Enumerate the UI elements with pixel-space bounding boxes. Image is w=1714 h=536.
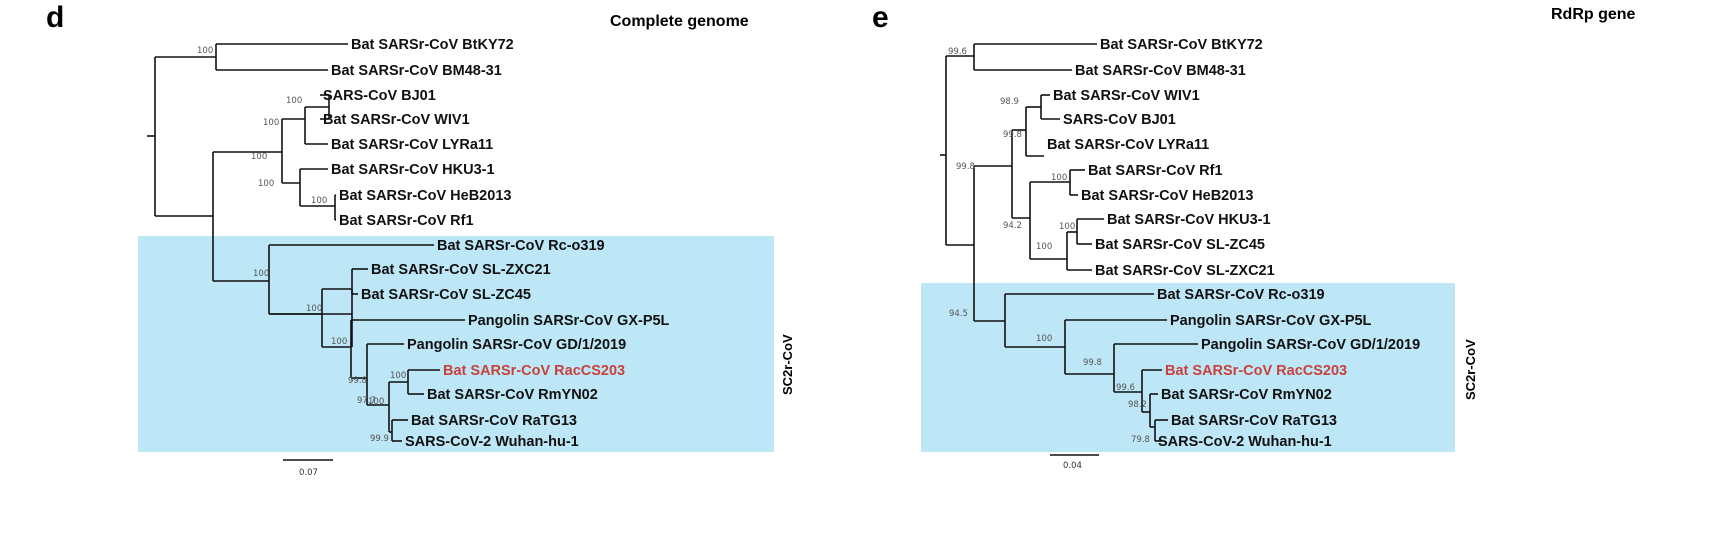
leaf-label: Bat SARSr-CoV HKU3-1 bbox=[331, 162, 495, 178]
bootstrap-value: 99.6 bbox=[1116, 383, 1135, 393]
bootstrap-value: 100 bbox=[286, 96, 302, 106]
bootstrap-value: 100 bbox=[251, 152, 267, 162]
bootstrap-value: 100 bbox=[253, 269, 269, 279]
bootstrap-value: 100 bbox=[311, 196, 327, 206]
leaf-label: SARS-CoV-2 Wuhan-hu-1 bbox=[405, 434, 579, 450]
leaf-label: Bat SARSr-CoV BtKY72 bbox=[1100, 37, 1263, 53]
bootstrap-value: 100 bbox=[197, 46, 213, 56]
leaf-label: SARS-CoV BJ01 bbox=[1063, 112, 1176, 128]
tree-branches bbox=[940, 43, 1198, 442]
leaf-label: Bat SARSr-CoV RmYN02 bbox=[427, 387, 598, 403]
leaf-label: Bat SARSr-CoV BM48-31 bbox=[1075, 63, 1246, 79]
leaf-label: Bat SARSr-CoV RmYN02 bbox=[1161, 387, 1332, 403]
panel-letter: e bbox=[872, 1, 889, 34]
leaf-label: Bat SARSr-CoV HKU3-1 bbox=[1107, 212, 1271, 228]
leaf-label: Bat SARSr-CoV LYRa11 bbox=[1047, 137, 1209, 153]
bootstrap-value: 100 bbox=[263, 118, 279, 128]
leaf-label: Bat SARSr-CoV BM48-31 bbox=[331, 63, 502, 79]
leaf-label: Bat SARSr-CoV SL-ZXC21 bbox=[1095, 263, 1275, 279]
bootstrap-value: 98.2 bbox=[1128, 400, 1147, 410]
bootstrap-value: 100 bbox=[1036, 242, 1052, 252]
leaf-label: Bat SARSr-CoV Rc-o319 bbox=[1157, 287, 1325, 303]
bootstrap-value: 97.7 bbox=[357, 396, 376, 406]
clade-label: SC2r-CoV bbox=[1463, 339, 1478, 400]
leaf-label: Pangolin SARSr-CoV GD/1/2019 bbox=[407, 337, 626, 353]
support-values: 99.6 98.9 99.8 99.8 100 94.2 100 100 94.5 100 99.8… bbox=[948, 47, 1150, 445]
leaf-label: Bat SARSr-CoV SL-ZC45 bbox=[1095, 237, 1265, 253]
leaf-label: SARS-CoV BJ01 bbox=[323, 88, 436, 104]
bootstrap-value: 94.2 bbox=[1003, 221, 1022, 231]
bootstrap-value: 98.9 bbox=[1000, 97, 1019, 107]
scale-bar-label: 0.07 bbox=[299, 468, 318, 478]
leaf-label: Bat SARSr-CoV Rf1 bbox=[339, 213, 474, 229]
panel-e-rdrp-gene: e RdRp gene SC2r-CoV 99.6 98.9 99.8 99.8 100… bbox=[872, 1, 1636, 471]
bootstrap-value: 100 bbox=[331, 337, 347, 347]
bootstrap-value: 100 bbox=[390, 371, 406, 381]
leaf-label: Bat SARSr-CoV SL-ZC45 bbox=[361, 287, 531, 303]
bootstrap-value: 99.8 bbox=[956, 162, 975, 172]
bootstrap-value: 100 bbox=[368, 397, 384, 407]
panel-d-complete-genome: d Complete genome SC2r-CoV 100 100 100 100 1… bbox=[46, 1, 795, 478]
leaf-label: Bat SARSr-CoV HeB2013 bbox=[1081, 188, 1253, 204]
leaf-label: Bat SARSr-CoV RaTG13 bbox=[1171, 413, 1337, 429]
bootstrap-value: 99.8 bbox=[1083, 358, 1102, 368]
sc2r-clade-highlight bbox=[138, 236, 774, 452]
bootstrap-value: 100 bbox=[1059, 222, 1075, 232]
leaf-label: Bat SARSr-CoV Rf1 bbox=[1088, 163, 1223, 179]
leaf-label: Bat SARSr-CoV WIV1 bbox=[1053, 88, 1200, 104]
bootstrap-value: 99.9 bbox=[370, 434, 389, 444]
bootstrap-value: 100 bbox=[1036, 334, 1052, 344]
leaf-label: Bat SARSr-CoV RaTG13 bbox=[411, 413, 577, 429]
leaf-label: Pangolin SARSr-CoV GX-P5L bbox=[468, 313, 670, 329]
bootstrap-value: 99.6 bbox=[948, 47, 967, 57]
bootstrap-value: 100 bbox=[1051, 173, 1067, 183]
leaf-label: Bat SARSr-CoV WIV1 bbox=[323, 112, 470, 128]
panel-title: RdRp gene bbox=[1551, 6, 1636, 23]
panel-letter: d bbox=[46, 1, 64, 34]
bootstrap-value: 100 bbox=[258, 179, 274, 189]
leaf-label: Bat SARSr-CoV RacCS203 bbox=[1165, 363, 1347, 379]
leaf-label: Bat SARSr-CoV Rc-o319 bbox=[437, 238, 605, 254]
scale-bar-label: 0.04 bbox=[1063, 461, 1082, 471]
tree-branches bbox=[147, 43, 465, 442]
bootstrap-value: 94.5 bbox=[949, 309, 968, 319]
bootstrap-value: 99.8 bbox=[348, 376, 367, 386]
panel-title: Complete genome bbox=[610, 13, 749, 30]
support-values: 10010010010010010010010010099.897.710010… bbox=[197, 46, 406, 444]
leaf-label: SARS-CoV-2 Wuhan-hu-1 bbox=[1158, 434, 1332, 450]
clade-label: SC2r-CoV bbox=[780, 334, 795, 395]
leaf-label: Bat SARSr-CoV RacCS203 bbox=[443, 363, 625, 379]
bootstrap-value: 100 bbox=[306, 304, 322, 314]
bootstrap-value: 79.8 bbox=[1131, 435, 1150, 445]
leaf-label: Pangolin SARSr-CoV GD/1/2019 bbox=[1201, 337, 1420, 353]
leaf-label: Bat SARSr-CoV HeB2013 bbox=[339, 188, 511, 204]
leaf-label: Pangolin SARSr-CoV GX-P5L bbox=[1170, 313, 1372, 329]
bootstrap-value: 99.8 bbox=[1003, 130, 1022, 140]
leaf-label: Bat SARSr-CoV BtKY72 bbox=[351, 37, 514, 53]
leaf-label: Bat SARSr-CoV SL-ZXC21 bbox=[371, 262, 551, 278]
leaf-label: Bat SARSr-CoV LYRa11 bbox=[331, 137, 493, 153]
sc2r-clade-highlight bbox=[921, 283, 1455, 452]
